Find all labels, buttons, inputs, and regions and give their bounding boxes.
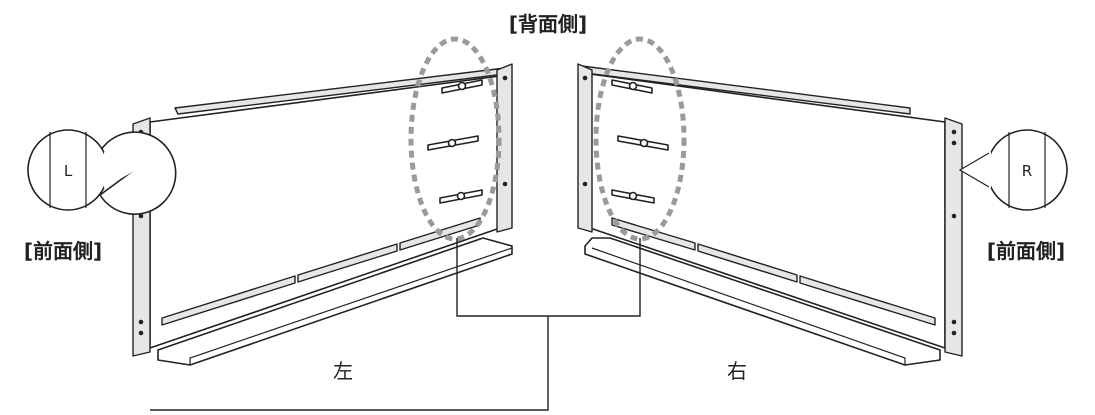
right-rail [577, 36, 963, 366]
left-label: 左 [333, 359, 353, 383]
badge-right-label: R [1022, 162, 1032, 180]
right-highlight-ellipse [593, 36, 687, 242]
leader-lines [150, 238, 641, 411]
left-rail [132, 36, 513, 366]
rear-side-label: [背面側] [509, 12, 587, 36]
right-rear-slots [611, 79, 669, 204]
badge-right: R [958, 129, 1068, 211]
left-rear-slots [427, 79, 483, 204]
front-side-label-left: [前面側] [24, 239, 102, 263]
left-highlight-ellipse [408, 36, 502, 242]
front-side-label-right: [前面側] [987, 239, 1065, 263]
badge-left: L [27, 129, 177, 215]
badge-left-label: L [64, 162, 73, 180]
right-label: 右 [727, 359, 747, 383]
